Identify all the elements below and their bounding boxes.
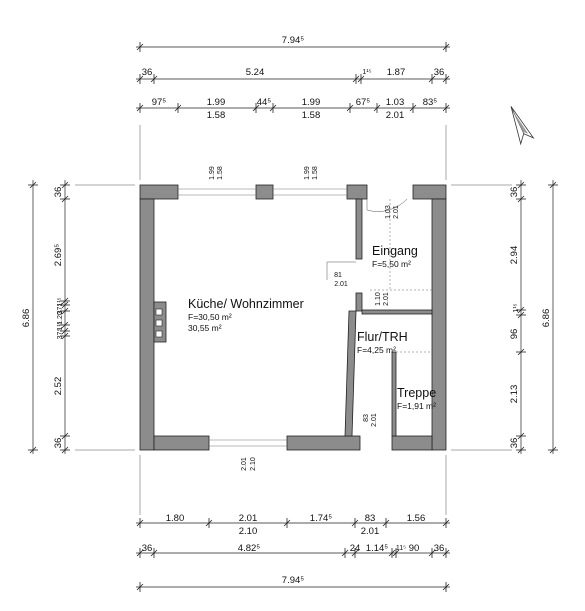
bottom-row2-dim: 36 bbox=[142, 543, 153, 554]
window-width: 1.99 bbox=[209, 166, 216, 180]
room-area-kitchen-alt: 30,55 m² bbox=[188, 323, 222, 333]
entrance-door-height: 2.01 bbox=[393, 205, 400, 219]
window-height: 1.58 bbox=[217, 166, 224, 180]
bottom-row2-dim: 11⁵ bbox=[396, 545, 406, 552]
top-row3-dim: 83⁵ bbox=[423, 97, 438, 108]
bottom-row2-dim: 24 bbox=[350, 543, 361, 554]
top-row3-dim-lower: 1.58 bbox=[302, 110, 321, 121]
bottom-row1-dim: 2.01 bbox=[239, 513, 258, 524]
room-name-hall: Flur/TRH bbox=[357, 330, 408, 344]
right-segment-dim: 2.94 bbox=[509, 246, 520, 265]
right-segment-dim: 2.13 bbox=[509, 385, 520, 404]
extension-lines bbox=[75, 125, 512, 515]
left-segment-dim: 36 bbox=[53, 438, 64, 449]
flur-door-height: 2.01 bbox=[383, 292, 390, 306]
bottom-row1-dim: 1.80 bbox=[166, 513, 185, 524]
kitchen-door-width: 81 bbox=[334, 272, 342, 279]
left-segment-dim: 1¹⁵ bbox=[57, 297, 64, 306]
left-segment-dim: 37⁵ bbox=[57, 304, 64, 315]
bottom-row2-dim: 90 bbox=[409, 543, 420, 554]
chimney-flues bbox=[155, 308, 163, 338]
right-total-dimension: 6.86 bbox=[541, 309, 552, 328]
top-row2-dim: 1¹⁵ bbox=[362, 69, 371, 76]
top-row3-dim: 44⁵ bbox=[257, 97, 272, 108]
top-row2-dim: 36 bbox=[142, 67, 153, 78]
window-height: 1.58 bbox=[312, 166, 319, 180]
top-row3-dim: 97⁵ bbox=[152, 97, 167, 108]
left-segment-dim: 37⁵ bbox=[57, 329, 64, 340]
top-dimension-chain: 7.94⁵ 36 5.24 1¹⁵ 1.87 36 97⁵ 1. bbox=[136, 35, 450, 121]
top-row2-dim: 36 bbox=[434, 67, 445, 78]
room-name-stairs: Treppe bbox=[397, 386, 436, 400]
stair-door-height: 2.01 bbox=[371, 413, 378, 427]
window-labels: 1.99 1.58 1.99 1.58 bbox=[209, 166, 319, 180]
top-row3-dim: 1.03 bbox=[386, 97, 405, 108]
left-segment-dim: 36 bbox=[53, 187, 64, 198]
room-area-kitchen: F=30,50 m² bbox=[188, 312, 232, 322]
bottom-row1-dim: 1.56 bbox=[407, 513, 426, 524]
bottom-row1-dim: 1.74⁵ bbox=[310, 513, 332, 524]
bottom-row1-dim-lower: 2.01 bbox=[361, 526, 380, 537]
top-row2-dim: 1.87 bbox=[387, 67, 406, 78]
room-area-entrance: F=5,50 m² bbox=[372, 259, 411, 269]
right-segment-dim: 36 bbox=[509, 438, 520, 449]
stair-door-width: 83 bbox=[363, 414, 370, 422]
room-labels: Küche/ Wohnzimmer F=30,50 m² 30,55 m² Ei… bbox=[188, 244, 436, 411]
top-row3-dim: 1.99 bbox=[207, 97, 226, 108]
window-width: 1.99 bbox=[304, 166, 311, 180]
bottom-window-height: 2.10 bbox=[250, 457, 257, 471]
room-area-hall: F=4,25 m² bbox=[357, 345, 396, 355]
right-segment-dim: 36 bbox=[509, 187, 520, 198]
top-total-dimension: 7.94⁵ bbox=[282, 35, 304, 46]
openings bbox=[178, 188, 432, 447]
room-name-entrance: Eingang bbox=[372, 244, 418, 258]
left-dimension-chain: 6.86 36 2.69⁵ 1¹⁵ 37⁵ 1.20 1¹⁵ 37⁵ 2.52 … bbox=[21, 180, 70, 454]
top-row3-dim: 67⁵ bbox=[356, 97, 371, 108]
top-row3-dim-lower: 1.58 bbox=[207, 110, 226, 121]
top-row3-dim-lower: 2.01 bbox=[386, 110, 405, 121]
right-segment-dim: 96 bbox=[509, 329, 520, 340]
top-row3-dim: 1.99 bbox=[302, 97, 321, 108]
kitchen-door-height: 2.01 bbox=[334, 281, 348, 288]
bottom-total-dimension: 7.94⁵ bbox=[282, 575, 304, 586]
bottom-row2-dim: 4.82⁵ bbox=[238, 543, 260, 554]
room-area-stairs: F=1,91 m² bbox=[397, 401, 436, 411]
room-name-kitchen: Küche/ Wohnzimmer bbox=[188, 297, 304, 311]
entrance-door-width: 1.03 bbox=[385, 205, 392, 219]
north-arrow-icon bbox=[510, 106, 535, 146]
left-segment-dim: 1.20 bbox=[57, 311, 64, 325]
left-segment-dim: 2.52 bbox=[53, 377, 64, 396]
bottom-row1-dim: 83 bbox=[365, 513, 376, 524]
door-labels: 1.03 2.01 81 2.01 1.10 2.01 83 2.01 2.01… bbox=[241, 205, 400, 471]
bottom-row2-dim: 1.14⁵ bbox=[366, 543, 388, 554]
bottom-row2-dim: 36 bbox=[434, 543, 445, 554]
right-segment-dim: 1¹⁵ bbox=[513, 303, 520, 312]
bottom-dimension-chain: 1.80 2.01 1.74⁵ 83 1.56 2.10 2.01 36 4.8… bbox=[136, 513, 450, 592]
left-total-dimension: 6.86 bbox=[21, 309, 32, 328]
left-segment-dim: 1¹⁵ bbox=[57, 321, 64, 330]
top-row2-dim: 5.24 bbox=[246, 67, 265, 78]
bottom-window-width: 2.01 bbox=[241, 457, 248, 471]
flur-door-width: 1.10 bbox=[375, 292, 382, 306]
right-dimension-chain: 36 2.94 1¹⁵ 96 2.13 36 6.86 bbox=[509, 180, 558, 454]
bottom-row1-dim-lower: 2.10 bbox=[239, 526, 258, 537]
left-segment-dim: 2.69⁵ bbox=[53, 244, 64, 266]
